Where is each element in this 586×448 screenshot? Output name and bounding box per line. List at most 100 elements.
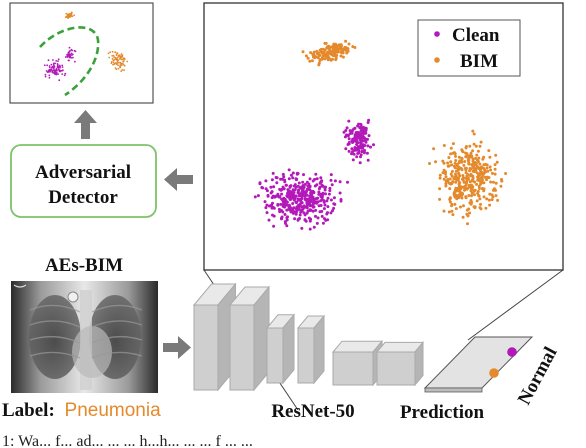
bim-point bbox=[332, 50, 336, 54]
clean-point bbox=[288, 198, 292, 202]
clean-point bbox=[302, 173, 305, 177]
clean-point bbox=[297, 188, 301, 192]
clean-point-small bbox=[53, 69, 56, 72]
clean-point bbox=[353, 136, 357, 140]
clean-point bbox=[258, 181, 262, 185]
bim-point bbox=[325, 46, 329, 50]
bim-point bbox=[432, 147, 436, 151]
bim-point bbox=[476, 149, 480, 153]
clean-point bbox=[295, 208, 299, 212]
clean-point bbox=[286, 215, 289, 219]
clean-point bbox=[282, 203, 286, 207]
clean-point bbox=[291, 202, 295, 205]
clean-point bbox=[362, 128, 366, 132]
clean-point bbox=[347, 119, 351, 123]
thumbnail-points-group bbox=[43, 11, 129, 82]
bim-point bbox=[453, 202, 457, 206]
bim-point bbox=[329, 58, 333, 62]
clean-point bbox=[320, 214, 324, 218]
caption-fragment: 1: Wa... f... ad... ... ... h...h... ...… bbox=[2, 433, 253, 448]
bim-point bbox=[467, 158, 471, 162]
bim-point bbox=[457, 155, 461, 159]
clean-point-small bbox=[49, 71, 51, 73]
bim-point bbox=[335, 50, 339, 54]
bim-point bbox=[330, 45, 334, 49]
bim-point-small bbox=[113, 56, 116, 59]
clean-point bbox=[278, 187, 282, 191]
clean-point bbox=[289, 173, 293, 177]
clean-point-small bbox=[67, 59, 70, 62]
bim-point bbox=[461, 192, 465, 196]
clean-point bbox=[325, 199, 329, 203]
bim-point-small bbox=[64, 16, 67, 19]
clean-point bbox=[347, 149, 351, 153]
clean-point bbox=[363, 149, 367, 152]
bim-point bbox=[473, 180, 477, 184]
bim-point-small bbox=[117, 64, 119, 67]
bim-point bbox=[461, 215, 465, 219]
clean-point bbox=[282, 175, 286, 179]
clean-point-small bbox=[74, 50, 77, 53]
clean-point bbox=[280, 192, 284, 196]
clean-point bbox=[360, 150, 364, 153]
clean-point bbox=[346, 180, 349, 184]
bim-point bbox=[467, 207, 471, 211]
bim-point bbox=[478, 197, 482, 201]
bim-point bbox=[490, 198, 494, 202]
bim-point bbox=[339, 54, 343, 58]
clean-point-small bbox=[64, 56, 67, 58]
clean-point-small bbox=[59, 66, 61, 69]
bim-point-small bbox=[126, 60, 129, 63]
clean-point bbox=[270, 205, 274, 209]
bim-point-small bbox=[112, 63, 114, 66]
clean-point-small bbox=[68, 55, 70, 58]
clean-point bbox=[296, 206, 300, 210]
legend-clean-label: Clean bbox=[452, 25, 500, 46]
clean-point bbox=[284, 183, 288, 187]
bim-point bbox=[471, 176, 475, 180]
bim-point bbox=[448, 200, 452, 204]
bim-point bbox=[347, 42, 351, 46]
bim-point bbox=[319, 58, 322, 62]
bim-point bbox=[442, 168, 446, 172]
bim-point bbox=[457, 184, 461, 188]
clean-point bbox=[367, 118, 371, 122]
clean-point bbox=[350, 130, 354, 134]
bim-point bbox=[448, 187, 452, 191]
clean-point bbox=[283, 220, 287, 224]
clean-point bbox=[287, 203, 291, 207]
clean-point bbox=[317, 204, 321, 208]
bim-point bbox=[318, 48, 322, 52]
clean-point bbox=[366, 158, 370, 162]
bim-point bbox=[499, 184, 503, 188]
bim-point bbox=[463, 160, 467, 163]
clean-point bbox=[332, 202, 336, 206]
clean-point bbox=[331, 209, 334, 213]
clean-point bbox=[280, 209, 283, 212]
bim-point bbox=[444, 182, 448, 186]
bim-point bbox=[329, 51, 333, 55]
resnet-block bbox=[228, 285, 271, 392]
clean-point bbox=[300, 226, 304, 230]
clean-point bbox=[352, 148, 356, 152]
clean-point-small bbox=[70, 52, 73, 55]
bim-point bbox=[353, 46, 357, 49]
clean-point bbox=[351, 137, 355, 141]
bim-point bbox=[442, 177, 446, 181]
bim-point bbox=[465, 175, 469, 179]
legend-bim-label: BIM bbox=[460, 51, 498, 72]
clean-point bbox=[310, 193, 314, 197]
clean-point bbox=[276, 203, 280, 207]
bim-point-small bbox=[114, 51, 117, 54]
bim-point bbox=[470, 194, 473, 198]
clean-point bbox=[357, 146, 361, 150]
clean-point bbox=[323, 217, 326, 221]
clean-point bbox=[285, 224, 289, 228]
bim-point bbox=[454, 154, 457, 158]
clean-point bbox=[301, 187, 305, 191]
bim-point bbox=[459, 205, 462, 209]
clean-point bbox=[362, 132, 365, 136]
bim-point-small bbox=[66, 14, 69, 17]
bim-point bbox=[462, 180, 466, 184]
bim-point bbox=[464, 145, 468, 148]
